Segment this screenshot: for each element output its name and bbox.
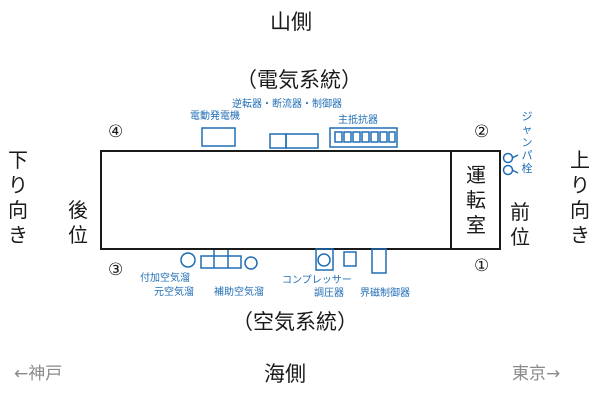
resistor-cell (343, 131, 352, 143)
cab-label: 運転室 (466, 163, 486, 237)
corner-2: ② (474, 122, 490, 142)
resistor-cell (334, 131, 343, 143)
motor-generator-label: 電動発電機 (190, 111, 240, 122)
pressure-regulator-label: 調圧器 (314, 288, 344, 299)
main-resistor-label: 主抵抗器 (338, 115, 378, 126)
jumper-plug-lead (511, 154, 519, 159)
main-air-tank-label: 元空気溜 (154, 287, 194, 298)
aux-air-tank-shape (180, 252, 196, 268)
electrical-system-label: （電気系統） (236, 68, 362, 92)
main-air-tank-shape (200, 255, 242, 269)
jumper-plug-shape (502, 152, 514, 164)
magnetic-controller-label: 界磁制御器 (360, 288, 410, 299)
to-tokyo-label: 東京→ (512, 364, 561, 384)
upbound-label: 上り向き (570, 148, 590, 247)
rear-position-label: 後位 (68, 198, 88, 247)
compressor-housing (315, 248, 334, 271)
mountain-side-label: 山側 (270, 10, 312, 34)
resistor-cell (370, 131, 379, 143)
compressor-shape (317, 253, 331, 267)
cab-outline (450, 150, 501, 250)
motor-generator-shape (201, 127, 236, 147)
auxiliary-air-tank-shape (244, 256, 258, 270)
air-system-label: （空気系統） (232, 310, 358, 334)
auxiliary-air-tank-label: 補助空気溜 (214, 287, 264, 298)
resistor-cell (352, 131, 361, 143)
sea-side-label: 海側 (264, 362, 306, 386)
resistor-cell (379, 131, 388, 143)
resistor-cell (361, 131, 370, 143)
jumper-plug-lead (511, 169, 519, 174)
reverser-shape (269, 133, 287, 149)
resistor-cell (388, 131, 396, 143)
jumper-plug-label: ジャンパ栓 (521, 110, 533, 175)
corner-1: ① (474, 256, 490, 276)
corner-3: ③ (108, 260, 124, 280)
compressor-label: コンプレッサー (282, 275, 352, 286)
main-resistor-shape (329, 127, 398, 148)
car-body-outline (100, 150, 452, 250)
magnetic-controller-shape (371, 248, 387, 274)
downbound-label: 下り向き (8, 148, 28, 247)
reverser-breaker-controller-label: 逆転器・断流器・制御器 (232, 99, 342, 110)
corner-4: ④ (108, 122, 124, 142)
front-position-label: 前位 (510, 200, 530, 249)
to-kobe-label: ←神戸 (14, 364, 63, 384)
pressure-regulator-shape (343, 251, 357, 267)
aux-air-tank-label: 付加空気溜 (140, 273, 190, 284)
breaker-controller-shape (285, 133, 319, 149)
jumper-plug-shape (502, 164, 514, 176)
